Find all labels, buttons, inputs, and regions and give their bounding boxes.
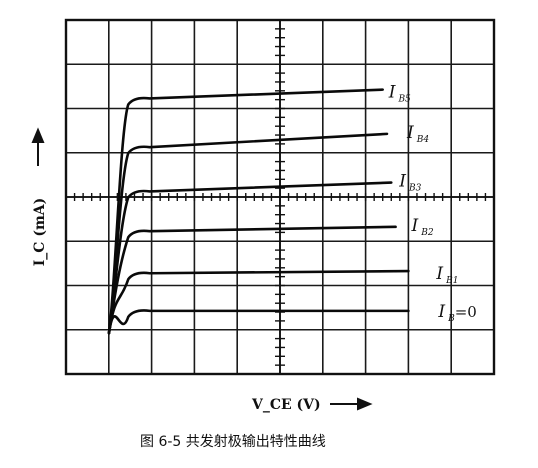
characteristic-curve-i-b4	[107, 132, 389, 335]
chart-axes	[65, 19, 495, 375]
curve-label-subscript: B2	[420, 228, 434, 238]
characteristic-curve-i-b5	[107, 88, 385, 335]
curve-label-subscript: B1	[445, 276, 458, 286]
characteristic-curve-i-b1	[107, 269, 410, 335]
y-axis-label: I_C (mA)	[32, 198, 48, 267]
x-axis-arrowhead	[357, 397, 373, 411]
y-axis-arrowhead	[31, 127, 45, 143]
characteristic-curve-i-b2	[107, 225, 397, 335]
curve-label-suffix: =0	[455, 303, 477, 321]
curve-label-subscript: B3	[408, 184, 422, 194]
chart-curves	[107, 88, 410, 335]
characteristic-curve-i-b-0	[107, 309, 410, 335]
figure-caption: 图 6-5 共发射极输出特性曲线	[140, 434, 326, 450]
x-axis-label: V_CE (V)	[251, 397, 321, 413]
curve-label-subscript: B4	[416, 135, 430, 145]
curve-label-subscript: B5	[397, 95, 411, 105]
curve-label-subscript: B	[447, 314, 455, 324]
